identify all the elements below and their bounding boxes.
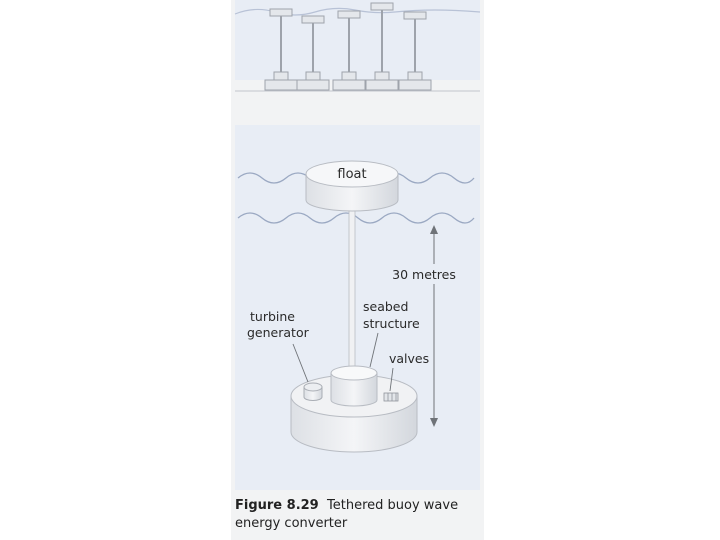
wave-line-lower xyxy=(237,212,475,224)
seabed-label-line1: seabed xyxy=(363,299,408,314)
float-buoy xyxy=(305,160,399,212)
turbine-generator xyxy=(303,382,323,401)
valves-leader-line xyxy=(389,367,394,392)
figure-caption: Figure 8.29 Tethered buoy wave energy co… xyxy=(235,497,480,533)
tether-cable xyxy=(348,204,356,371)
float-label: float xyxy=(337,167,366,182)
valves xyxy=(383,392,399,402)
caption-line1: Figure 8.29 Tethered buoy wave xyxy=(235,497,480,515)
buoy-array-illustration xyxy=(234,0,481,92)
valves-label: valves xyxy=(389,351,429,366)
turbine-label-line2: generator xyxy=(247,325,310,340)
seabed-label-line2: structure xyxy=(363,316,420,331)
seabed-structure xyxy=(330,365,378,407)
depth-dimension-arrow xyxy=(430,225,438,427)
distance-label: 30 metres xyxy=(392,267,456,282)
main-diagram: float 30 metres xyxy=(235,125,480,490)
caption-text-line1: Tethered buoy wave xyxy=(327,498,459,513)
caption-text-line2: energy converter xyxy=(235,516,348,531)
turbine-leader-line xyxy=(292,343,309,383)
figure-number: Figure 8.29 xyxy=(235,498,319,513)
turbine-label-line1: turbine xyxy=(250,309,295,324)
seabed-base xyxy=(290,374,418,453)
seabed-leader-line xyxy=(369,332,379,368)
